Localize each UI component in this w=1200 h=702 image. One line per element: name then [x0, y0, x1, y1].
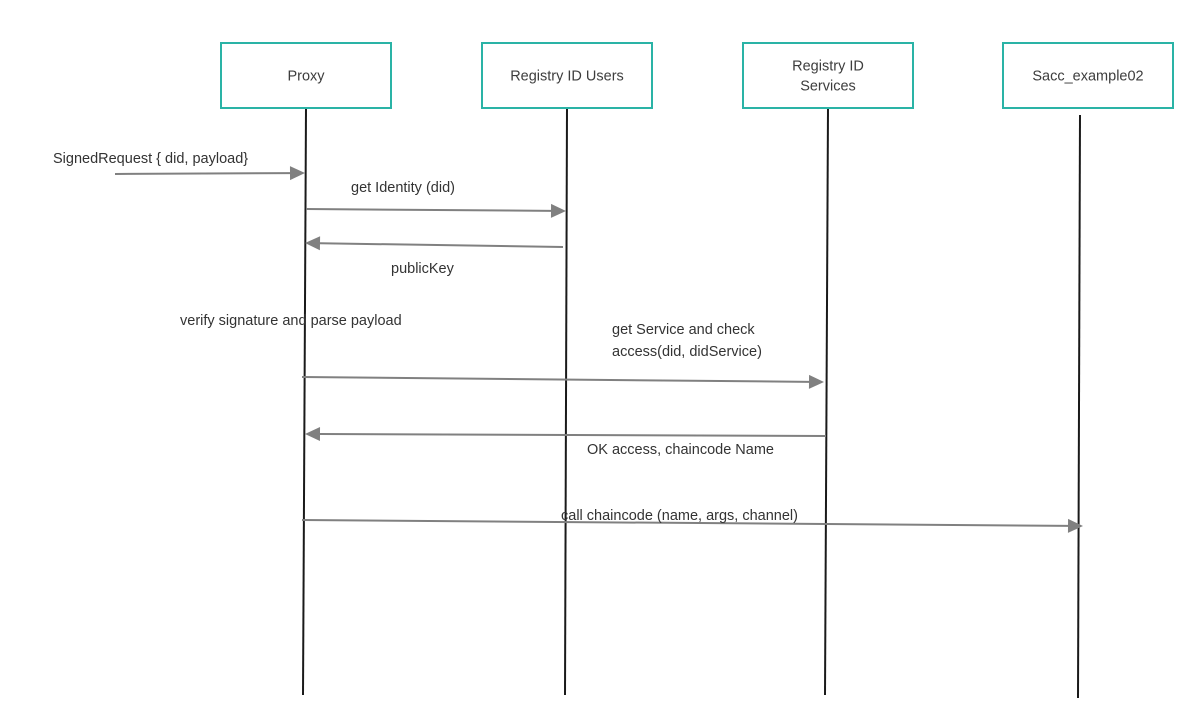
- sacc-box[interactable]: [1002, 42, 1174, 109]
- get-identity-arrow-arrowhead: [550, 203, 566, 218]
- proxy-box[interactable]: [220, 42, 392, 109]
- ok-access-label-line: OK access, chaincode Name: [587, 442, 774, 458]
- signed-request-arrow: [114, 166, 305, 181]
- get-service-arrow-line: [301, 376, 810, 383]
- get-service-label: get Service and check access(did, didServ…: [612, 322, 762, 360]
- registry-users-label: Registry ID Users: [510, 69, 624, 85]
- public-key-label-line: publicKey: [391, 261, 455, 277]
- get-identity-arrow-line: [305, 208, 552, 212]
- sacc-participant[interactable]: Sacc_example02: [1002, 42, 1174, 109]
- sacc-label-line: Sacc_example02: [1032, 69, 1143, 85]
- registry-services-label: Registry ID Services: [792, 59, 864, 95]
- get-service-label-line: access(did, didService): [612, 344, 762, 360]
- ok-access-arrow: [305, 427, 827, 442]
- proxy-label-line: Proxy: [287, 69, 325, 85]
- registry-users-box[interactable]: [481, 42, 653, 109]
- ok-access-arrow-arrowhead: [305, 427, 321, 442]
- get-service-arrow-arrowhead: [808, 374, 824, 389]
- registry-services-lifeline: [824, 107, 829, 696]
- get-identity-arrow: [305, 203, 566, 218]
- verify-signature-note: verify signature and parse payload: [180, 313, 402, 329]
- call-chaincode-label-line: call chaincode (name, args, channel): [561, 508, 798, 524]
- registry-services-participant[interactable]: Registry ID Services: [742, 42, 914, 109]
- get-service-arrow: [301, 374, 824, 389]
- call-chaincode-label: call chaincode (name, args, channel): [561, 508, 798, 524]
- call-chaincode-arrow-line: [301, 519, 1069, 527]
- registry-users-lifeline: [564, 107, 568, 696]
- sacc-label: Sacc_example02: [1032, 69, 1143, 85]
- registry-services-label-line: Services: [800, 79, 856, 95]
- get-service-label-line: get Service and check: [612, 322, 755, 338]
- signed-request-arrow-line: [114, 172, 291, 175]
- call-chaincode-arrow: [301, 518, 1083, 533]
- call-chaincode-arrow-arrowhead: [1067, 518, 1083, 533]
- public-key-arrow-line: [319, 242, 564, 248]
- ok-access-arrow-line: [319, 433, 827, 437]
- verify-signature-note-line: verify signature and parse payload: [180, 313, 402, 329]
- signed-request-label: SignedRequest { did, payload}: [53, 151, 248, 167]
- registry-users-label-line: Registry ID Users: [510, 69, 624, 85]
- public-key-arrow-arrowhead: [305, 236, 321, 251]
- registry-users-participant[interactable]: Registry ID Users: [481, 42, 653, 109]
- registry-services-box[interactable]: [742, 42, 914, 109]
- registry-services-label-line: Registry ID: [792, 59, 864, 75]
- proxy-lifeline: [302, 107, 307, 696]
- get-identity-label-line: get Identity (did): [351, 180, 455, 196]
- public-key-arrow: [305, 236, 564, 251]
- ok-access-label: OK access, chaincode Name: [587, 442, 774, 458]
- sacc-lifeline: [1077, 114, 1081, 699]
- get-identity-label: get Identity (did): [351, 180, 455, 196]
- signed-request-arrow-arrowhead: [289, 166, 305, 181]
- proxy-participant[interactable]: Proxy: [220, 42, 392, 109]
- public-key-label: publicKey: [391, 261, 455, 277]
- signed-request-label-line: SignedRequest { did, payload}: [53, 151, 248, 167]
- proxy-label: Proxy: [287, 69, 325, 85]
